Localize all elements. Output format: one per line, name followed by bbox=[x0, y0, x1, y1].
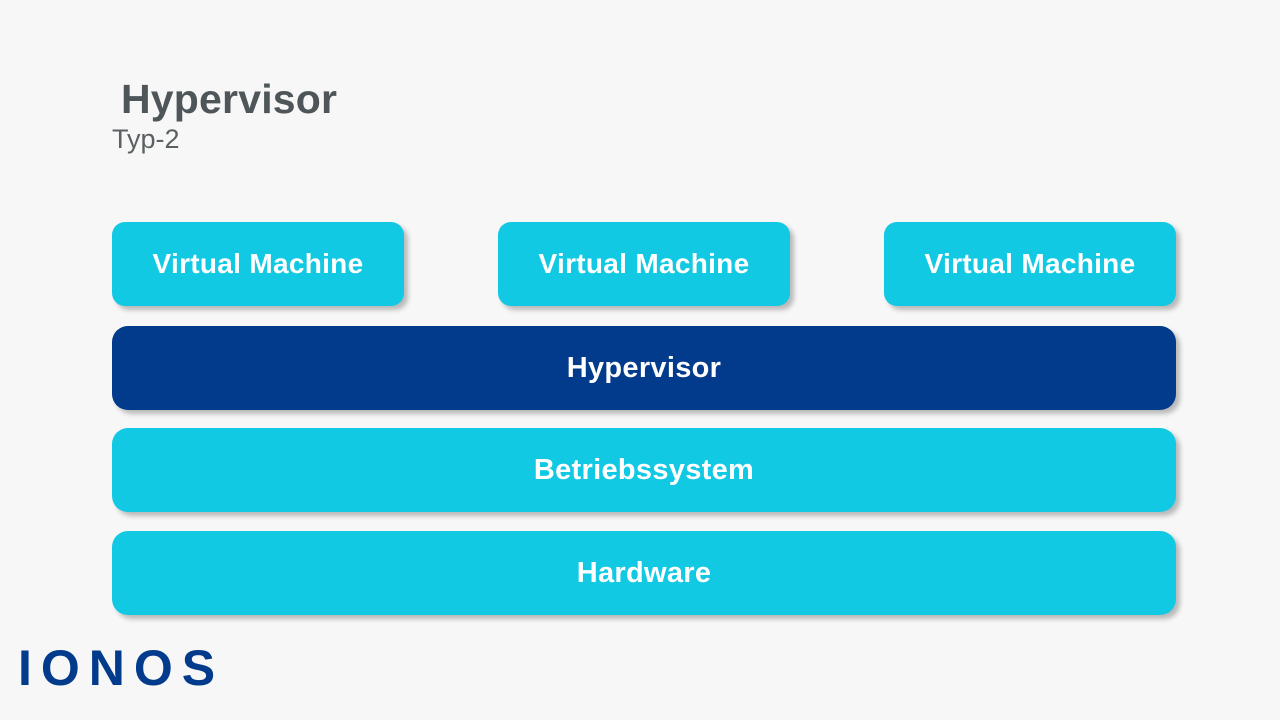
virtual-machine-label: Virtual Machine bbox=[152, 248, 364, 279]
page-subtitle: Typ-2 bbox=[112, 124, 180, 155]
virtual-machine-box-2: Virtual Machine bbox=[498, 222, 790, 306]
virtual-machine-label: Virtual Machine bbox=[924, 248, 1136, 279]
virtual-machine-box-1: Virtual Machine bbox=[112, 222, 404, 306]
layer-hardware: Hardware bbox=[112, 531, 1176, 615]
layer-hypervisor: Hypervisor bbox=[112, 326, 1176, 410]
heading-block: Hypervisor Typ-2 bbox=[112, 76, 812, 155]
virtual-machine-box-3: Virtual Machine bbox=[884, 222, 1176, 306]
layer-hypervisor-label: Hypervisor bbox=[566, 351, 722, 384]
ionos-logo: IONOS bbox=[18, 640, 225, 696]
layer-operating-system-label: Betriebssystem bbox=[533, 453, 755, 486]
page-title: Hypervisor bbox=[121, 76, 338, 122]
layer-operating-system: Betriebssystem bbox=[112, 428, 1176, 512]
virtual-machine-label: Virtual Machine bbox=[538, 248, 750, 279]
virtual-machine-row: Virtual Machine Virtual Machine Virtual … bbox=[112, 222, 1176, 306]
layer-hardware-label: Hardware bbox=[576, 556, 712, 589]
